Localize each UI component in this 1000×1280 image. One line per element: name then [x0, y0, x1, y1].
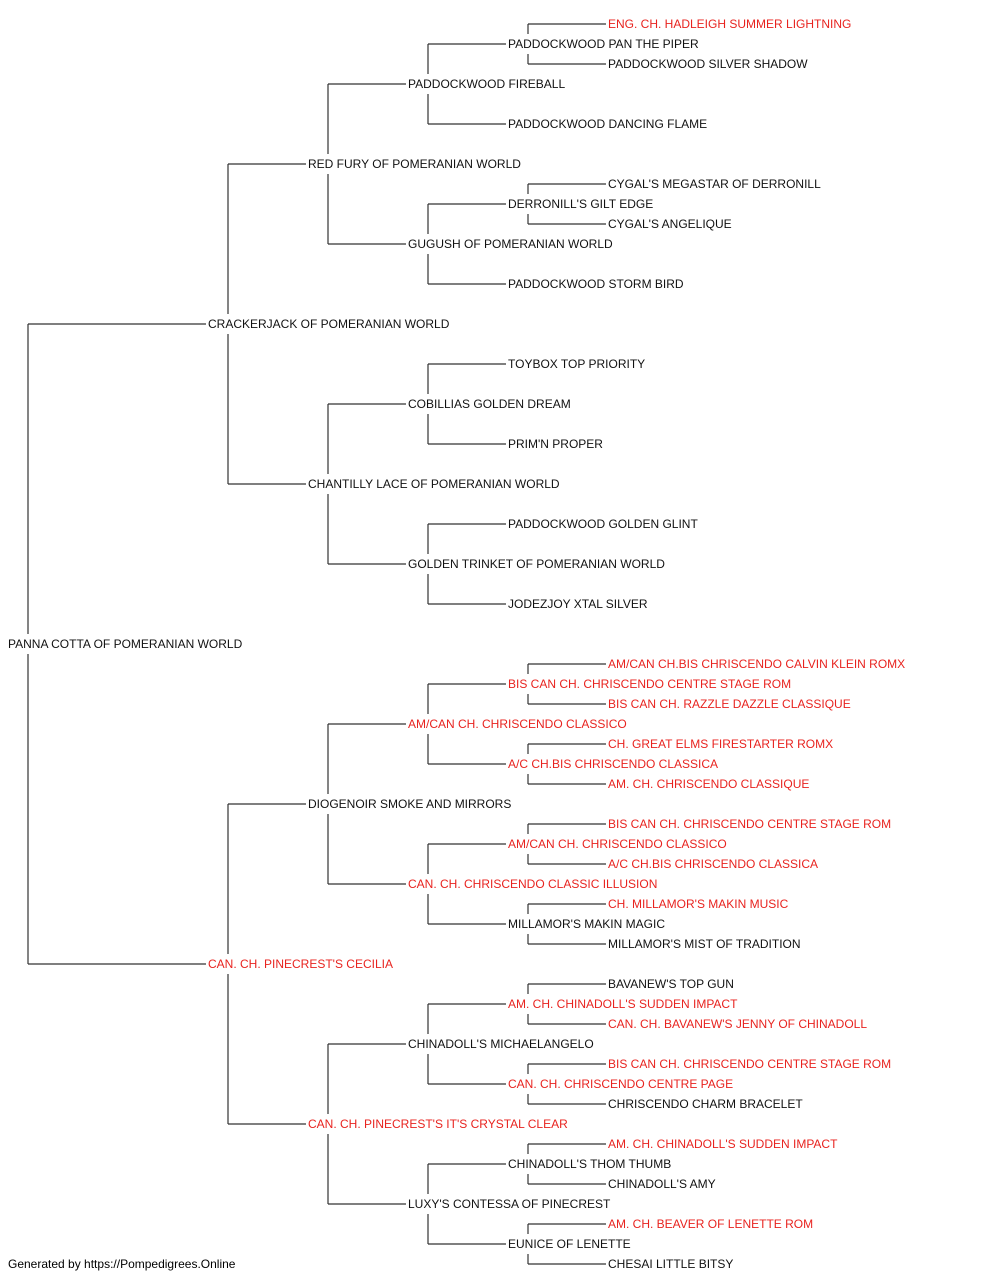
ancestor-name: AM/CAN CH. CHRISCENDO CLASSICO [408, 717, 627, 731]
ancestor-name: CAN. CH. CHRISCENDO CENTRE PAGE [508, 1077, 733, 1091]
footer-credit: Generated by https://Pompedigrees.Online [8, 1257, 236, 1271]
ancestor-name: GOLDEN TRINKET OF POMERANIAN WORLD [408, 557, 665, 571]
ancestor-name: A/C CH.BIS CHRISCENDO CLASSICA [608, 857, 818, 871]
ancestor-name: DIOGENOIR SMOKE AND MIRRORS [308, 797, 511, 811]
ancestor-name: PRIM'N PROPER [508, 437, 603, 451]
ancestor-name: PADDOCKWOOD GOLDEN GLINT [508, 517, 698, 531]
ancestor-name: CHRISCENDO CHARM BRACELET [608, 1097, 803, 1111]
ancestor-name: RED FURY OF POMERANIAN WORLD [308, 157, 521, 171]
subject-name: PANNA COTTA OF POMERANIAN WORLD [8, 637, 243, 651]
ancestor-name: MILLAMOR'S MAKIN MAGIC [508, 917, 665, 931]
ancestor-name: PADDOCKWOOD DANCING FLAME [508, 117, 707, 131]
ancestor-name: AM. CH. CHRISCENDO CLASSIQUE [608, 777, 809, 791]
ancestor-name: AM. CH. BEAVER OF LENETTE ROM [608, 1217, 813, 1231]
ancestor-name: PADDOCKWOOD PAN THE PIPER [508, 37, 699, 51]
ancestor-name: ENG. CH. HADLEIGH SUMMER LIGHTNING [608, 17, 851, 31]
ancestor-name: BIS CAN CH. CHRISCENDO CENTRE STAGE ROM [508, 677, 791, 691]
ancestor-name: CHESAI LITTLE BITSY [608, 1257, 733, 1271]
ancestor-name: CYGAL'S MEGASTAR OF DERRONILL [608, 177, 821, 191]
ancestor-name: BAVANEW'S TOP GUN [608, 977, 734, 991]
ancestor-name: CRACKERJACK OF POMERANIAN WORLD [208, 317, 450, 331]
ancestor-name: LUXY'S CONTESSA OF PINECREST [408, 1197, 611, 1211]
ancestor-name: CHINADOLL'S MICHAELANGELO [408, 1037, 594, 1051]
ancestor-name: COBILLIAS GOLDEN DREAM [408, 397, 571, 411]
ancestor-name: AM. CH. CHINADOLL'S SUDDEN IMPACT [508, 997, 738, 1011]
ancestor-name: CHINADOLL'S AMY [608, 1177, 716, 1191]
ancestor-name: CH. GREAT ELMS FIRESTARTER ROMX [608, 737, 833, 751]
ancestor-name: CAN. CH. BAVANEW'S JENNY OF CHINADOLL [608, 1017, 867, 1031]
ancestor-name: AM/CAN CH. CHRISCENDO CLASSICO [508, 837, 727, 851]
ancestor-name: PADDOCKWOOD FIREBALL [408, 77, 565, 91]
ancestor-name: MILLAMOR'S MIST OF TRADITION [608, 937, 801, 951]
ancestor-name: DERRONILL'S GILT EDGE [508, 197, 653, 211]
ancestor-name: JODEZJOY XTAL SILVER [508, 597, 648, 611]
ancestor-name: A/C CH.BIS CHRISCENDO CLASSICA [508, 757, 718, 771]
ancestor-name: BIS CAN CH. RAZZLE DAZZLE CLASSIQUE [608, 697, 851, 711]
ancestor-name: CH. MILLAMOR'S MAKIN MUSIC [608, 897, 789, 911]
ancestor-name: CYGAL'S ANGELIQUE [608, 217, 732, 231]
ancestor-name: CHANTILLY LACE OF POMERANIAN WORLD [308, 477, 560, 491]
ancestor-name: BIS CAN CH. CHRISCENDO CENTRE STAGE ROM [608, 1057, 891, 1071]
ancestor-name: CAN. CH. PINECREST'S CECILIA [208, 957, 393, 971]
ancestor-name: AM. CH. CHINADOLL'S SUDDEN IMPACT [608, 1137, 838, 1151]
ancestor-name: EUNICE OF LENETTE [508, 1237, 631, 1251]
ancestor-name: AM/CAN CH.BIS CHRISCENDO CALVIN KLEIN RO… [608, 657, 905, 671]
ancestor-name: CAN. CH. CHRISCENDO CLASSIC ILLUSION [408, 877, 657, 891]
ancestor-name: TOYBOX TOP PRIORITY [508, 357, 645, 371]
ancestor-name: GUGUSH OF POMERANIAN WORLD [408, 237, 613, 251]
ancestor-name: BIS CAN CH. CHRISCENDO CENTRE STAGE ROM [608, 817, 891, 831]
ancestor-name: PADDOCKWOOD STORM BIRD [508, 277, 684, 291]
ancestor-name: CHINADOLL'S THOM THUMB [508, 1157, 671, 1171]
ancestor-name: CAN. CH. PINECREST'S IT'S CRYSTAL CLEAR [308, 1117, 568, 1131]
ancestor-name: PADDOCKWOOD SILVER SHADOW [608, 57, 808, 71]
